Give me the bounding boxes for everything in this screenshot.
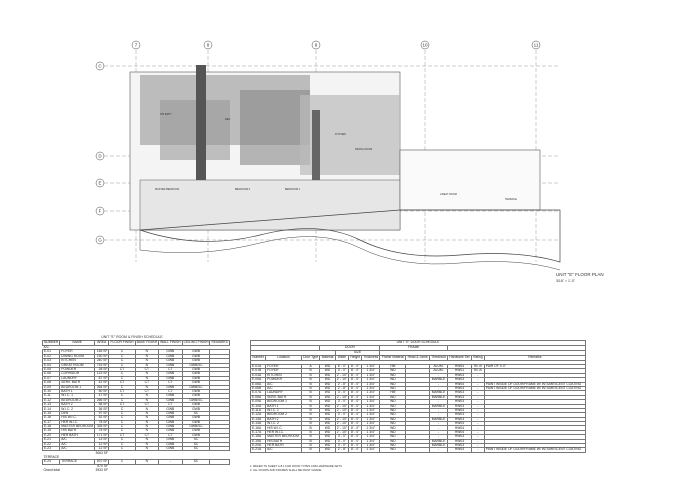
- column-label: 10: [422, 43, 428, 48]
- room-label: GREAT ROOM: [440, 193, 457, 196]
- cell: 12 SF: [93, 445, 110, 452]
- plan-scale: 3/16" = 1'-0": [556, 279, 576, 283]
- column-label: 7: [135, 43, 138, 48]
- cell: 8' - 0": [348, 447, 363, 453]
- total-value: 870 SF: [97, 463, 108, 468]
- cell: E-23: [41, 445, 61, 452]
- cell: A/C: [265, 447, 302, 453]
- note-1: 1. REFER TO SHEET A-8.1 FOR DOOR TYPES A…: [250, 464, 342, 468]
- cell: -: [158, 459, 183, 465]
- total-row: 870 SF: [43, 464, 230, 468]
- floor-plan-drawing: MASTER BEDROOM BEDROOM 2 BEDROOM 1 KITCHEN D…: [95, 40, 604, 283]
- column-bubble: [531, 40, 541, 50]
- grand-total-row: Grand total 3933 SF: [43, 468, 230, 472]
- cell: -: [470, 447, 485, 453]
- door-notes: 1. REFER TO SHEET A-8.1 FOR DOOR TYPES A…: [250, 464, 342, 472]
- room-label: BEDROOM 1: [285, 188, 301, 191]
- cell: -: [428, 447, 449, 453]
- column-header: REMARKS: [209, 340, 230, 346]
- group-label: A/C: [43, 345, 50, 350]
- room-label: KITCHEN: [335, 133, 346, 136]
- row-label: E: [98, 181, 101, 186]
- group-row: TERRACE: [43, 455, 230, 459]
- room-label: HIS BATH: [160, 113, 172, 116]
- cell: 1 3/4": [361, 447, 381, 453]
- cell: 2' - 8": [334, 447, 350, 453]
- column-header: NUMBER: [41, 340, 61, 346]
- cell: HER BATH: [265, 442, 302, 449]
- row-bubble: [95, 206, 105, 216]
- room-label: DEN: [225, 118, 230, 121]
- column-bubble: [420, 40, 430, 50]
- grand-total-value: 3933 SF: [95, 467, 108, 472]
- column-bubble: [131, 40, 141, 50]
- cell: [209, 445, 230, 452]
- grand-total-label: Grand total: [43, 467, 60, 472]
- cell: B: [300, 447, 321, 453]
- row-label: F: [99, 209, 102, 214]
- column-label: 9: [315, 43, 318, 48]
- plan-title: UNIT "E" FLOOR PLAN: [556, 272, 604, 277]
- room-label: TERRACE: [505, 198, 517, 201]
- row-label: G: [98, 238, 102, 243]
- cell: WD: [319, 447, 336, 453]
- cell: HW04: [447, 447, 472, 453]
- cell: 870 SF: [93, 459, 110, 465]
- room-label: BEDROOM 2: [235, 188, 251, 191]
- cell: GWB: [158, 445, 183, 452]
- row-label: D: [98, 154, 102, 159]
- row-bubble: [95, 151, 105, 161]
- cell: PAINT INSIDE OF DOOR/FRAME W/ INTUMESCEN…: [483, 385, 587, 392]
- row-bubble: [95, 61, 105, 71]
- total-row: 3063 SF: [43, 451, 230, 455]
- cell: MASTER BEDROOM: [265, 434, 302, 440]
- total-value: 3063 SF: [95, 450, 108, 455]
- column-label: 11: [534, 43, 539, 48]
- cell: E-21A: [249, 447, 267, 453]
- column-header: WALL FINISH: [158, 340, 183, 346]
- cell: [209, 459, 230, 465]
- cell: C: [108, 445, 136, 452]
- cell: PAINT INSIDE OF DOOR/FRAME W/ INTUMESCEN…: [483, 447, 587, 453]
- room-label: DINING ROOM: [355, 148, 372, 151]
- column-bubble: [203, 40, 213, 50]
- note-2: 2. ALL DOORS AND FRAMES SHALL BE PAINT G…: [250, 468, 322, 472]
- cell: WD: [379, 447, 407, 453]
- cell: BEDROOM 2: [265, 412, 302, 418]
- column-header: FLOOR FINISH: [108, 340, 136, 346]
- row-bubble: [95, 235, 105, 245]
- cell: C: [108, 459, 136, 465]
- cell: BEDROOM 1: [265, 399, 302, 405]
- column-header: AREA: [93, 340, 110, 346]
- cell: E-24: [41, 459, 61, 465]
- cell: [405, 447, 430, 453]
- building-footprint: [129, 65, 561, 271]
- column-label: 8: [207, 43, 210, 48]
- group-label: TERRACE: [43, 454, 60, 459]
- row-label: C: [98, 64, 102, 69]
- room-schedule-title: UNIT "E" ROOM & FINISH SCHEDULE: [101, 335, 163, 339]
- room-label: MASTER BEDROOM: [155, 188, 179, 191]
- group-row: A/C: [43, 345, 230, 350]
- column-bubble: [311, 40, 321, 50]
- row-bubble: [95, 178, 105, 188]
